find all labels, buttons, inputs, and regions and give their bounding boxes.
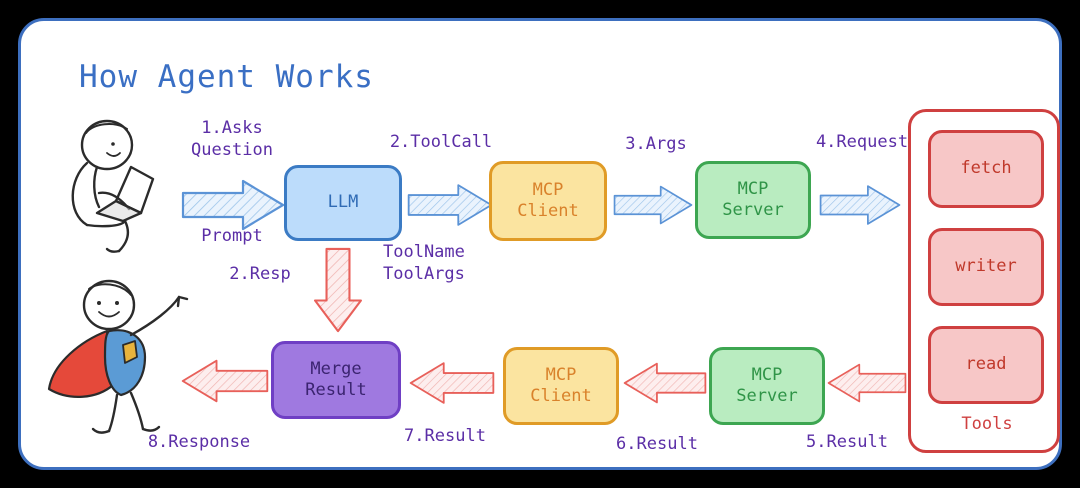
arrow-prompt-to-llm	[181, 179, 285, 231]
label-step4-request: 4.Request	[815, 132, 909, 152]
arrow-merge-to-user	[181, 359, 269, 403]
label-step2-resp: 2.Resp	[229, 264, 291, 284]
node-llm[interactable]: LLM	[284, 165, 402, 241]
arrow-tools-to-server	[827, 363, 907, 403]
tool-item-fetch[interactable]: fetch	[928, 130, 1044, 208]
node-merge-result[interactable]: Merge Result	[271, 341, 401, 419]
arrow-client-to-merge	[409, 362, 495, 404]
label-step6-result: 6.Result	[616, 434, 698, 454]
tools-panel-label: Tools	[961, 414, 1013, 434]
tools-panel: fetch writer read Tools	[908, 109, 1060, 453]
node-mcp-server-bottom[interactable]: MCP Server	[709, 347, 825, 425]
label-step3-args: 3.Args	[625, 134, 687, 154]
label-step8-response: 8.Response	[147, 432, 251, 452]
tool-item-writer[interactable]: writer	[928, 228, 1044, 306]
label-prompt: Prompt	[201, 226, 263, 246]
arrow-server-to-tools	[819, 185, 901, 225]
node-mcp-server-top[interactable]: MCP Server	[695, 161, 811, 239]
label-step5-result: 5.Result	[806, 432, 888, 452]
diagram-frame: How Agent Works	[18, 18, 1062, 470]
tool-item-read[interactable]: read	[928, 326, 1044, 404]
node-mcp-client-bottom[interactable]: MCP Client	[503, 347, 619, 425]
page-title: How Agent Works	[79, 59, 374, 95]
arrow-llm-to-mcp-client	[407, 184, 493, 226]
label-step7-result: 7.Result	[404, 426, 486, 446]
label-toolname-toolargs: ToolName ToolArgs	[383, 242, 465, 285]
label-step1-asks-question: 1.Asks Question	[191, 118, 273, 161]
arrow-llm-to-merge-down	[314, 247, 362, 333]
arrow-client-to-server-top	[613, 185, 693, 225]
label-step2-toolcall: 2.ToolCall	[389, 132, 493, 152]
node-mcp-client-top[interactable]: MCP Client	[489, 161, 607, 241]
arrow-server-to-client-bottom	[623, 362, 707, 404]
superhero-stick-figure-icon	[47, 279, 189, 434]
person-sitting-with-laptop-icon	[71, 119, 155, 253]
